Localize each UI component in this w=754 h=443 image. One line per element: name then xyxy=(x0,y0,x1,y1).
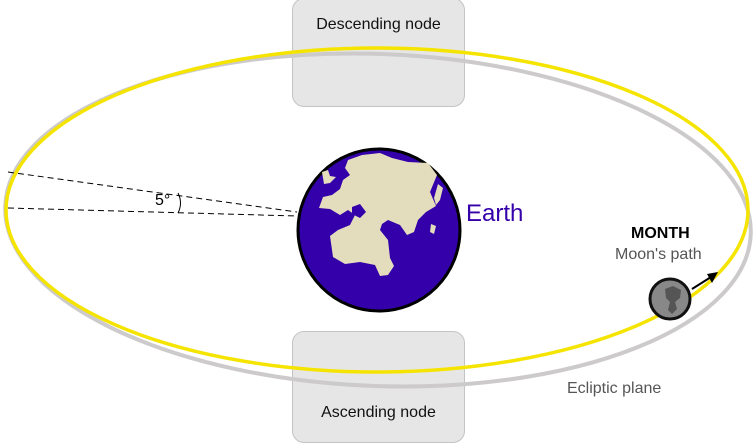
moons-path-label: Moon's path xyxy=(615,246,702,263)
earth-land xyxy=(319,153,437,276)
earth xyxy=(296,147,462,313)
moon-plane-line xyxy=(7,171,298,213)
angle-arc xyxy=(177,192,181,214)
ecliptic-plane-label: Ecliptic plane xyxy=(567,380,662,397)
earth-label: Earth xyxy=(466,200,524,227)
ecliptic-orbit xyxy=(4,46,750,374)
ecliptic-plane-line xyxy=(7,207,298,217)
moon-direction-arrow-icon xyxy=(691,272,718,290)
descending-node-label: Descending node xyxy=(316,16,441,33)
month-label: MONTH xyxy=(631,225,690,242)
ascending-node-label: Ascending node xyxy=(321,404,436,421)
angle-label: 5° xyxy=(155,192,171,209)
moon xyxy=(648,277,692,321)
